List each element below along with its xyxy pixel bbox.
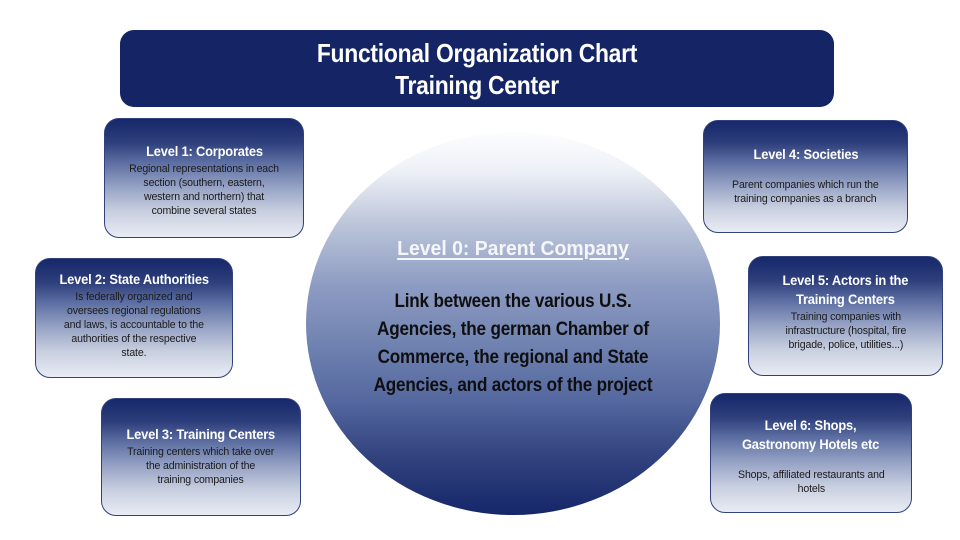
level2-state-authorities-box: Level 2: State Authorities Is federally …	[35, 258, 233, 378]
level1-corporates-box: Level 1: Corporates Regional representat…	[104, 118, 304, 238]
box-title: Level 5: Actors in the Training Centers	[782, 272, 909, 307]
level0-parent-company-circle: Level 0: Parent Company Link between the…	[306, 132, 720, 515]
box-title: Level 3: Training Centers	[126, 426, 276, 442]
level6-shops-box: Level 6: Shops, Gastronomy Hotels etc Sh…	[710, 393, 912, 513]
box-description: Parent companies which run the training …	[732, 179, 879, 205]
level3-training-centers-box: Level 3: Training Centers Training cente…	[101, 398, 301, 516]
box-title: Level 4: Societies	[753, 146, 858, 162]
level4-societies-box: Level 4: Societies Parent companies whic…	[703, 120, 908, 233]
box-description: Regional representations in each section…	[129, 163, 279, 217]
level5-actors-box: Level 5: Actors in the Training Centers …	[748, 256, 943, 376]
box-title: Level 2: State Authorities	[59, 271, 209, 287]
box-description: Shops, affiliated restaurants and hotels	[737, 469, 885, 495]
chart-title: Functional Organization Chart Training C…	[316, 37, 638, 100]
box-title: Level 6: Shops, Gastronomy Hotels etc	[742, 417, 880, 452]
chart-title-banner: Functional Organization Chart Training C…	[120, 30, 834, 107]
box-description: Training centers which take over the adm…	[127, 446, 275, 486]
box-description: Training companies with infrastructure (…	[785, 311, 906, 351]
box-description: Is federally organized and oversees regi…	[64, 291, 204, 359]
level0-description: Link between the various U.S. Agencies, …	[373, 291, 653, 396]
level0-heading: Level 0: Parent Company	[397, 238, 629, 260]
box-title: Level 1: Corporates	[145, 143, 263, 159]
